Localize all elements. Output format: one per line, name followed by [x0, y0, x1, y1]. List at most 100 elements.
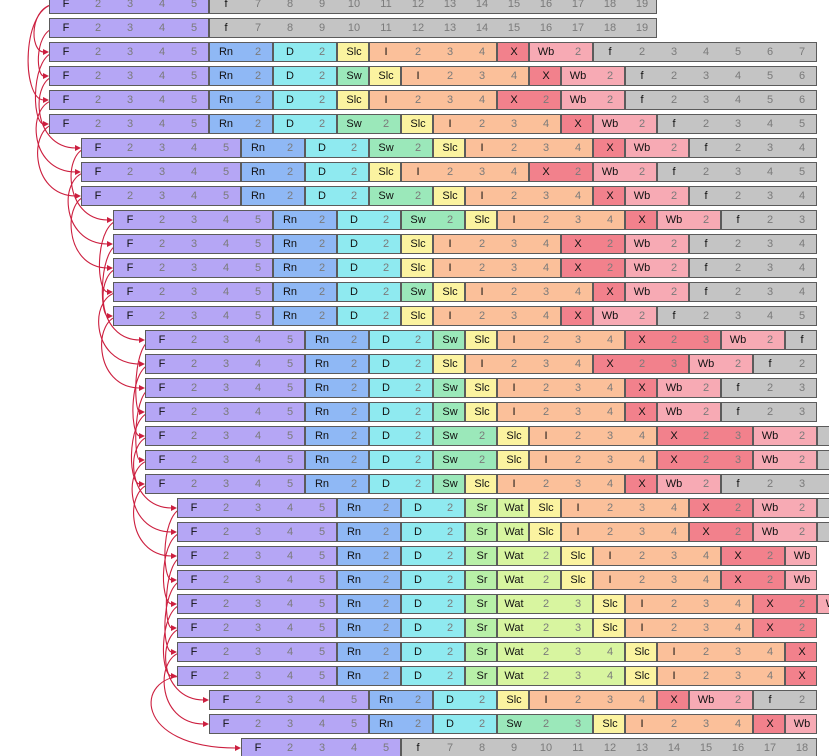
stage-cell: 3: [126, 46, 134, 58]
stage-cell: Slc: [474, 382, 490, 394]
stage-cell: 4: [638, 694, 646, 706]
stage-cell: 3: [574, 622, 582, 634]
stage-cell: f: [768, 358, 772, 370]
stage-cell: 4: [158, 94, 166, 106]
stage-cell: D: [414, 574, 422, 586]
stage-cell: Wat: [504, 622, 524, 634]
stage-cell: 4: [702, 574, 710, 586]
stage-cell: 4: [574, 358, 582, 370]
stage-sr: Sr: [465, 666, 497, 686]
stage-cell: 11: [380, 22, 392, 34]
stage-cell: 2: [766, 382, 774, 394]
stage-cell: 3: [286, 718, 294, 730]
stage-cell: 16: [539, 22, 553, 34]
stage-cell: 2: [414, 46, 422, 58]
stage-cell: 2: [606, 238, 614, 250]
stage-cell: 3: [126, 118, 134, 130]
stage-cell: X: [638, 382, 646, 394]
stage-rn: Rn 2: [241, 162, 305, 182]
stage-cell: 2: [222, 526, 230, 538]
stage-cell: F: [62, 22, 70, 34]
stage-cell: 5: [798, 166, 806, 178]
stage-cell: 3: [542, 358, 550, 370]
stage-cell: 5: [190, 0, 198, 10]
stage-cell: Wat: [504, 574, 524, 586]
stage-cell: 4: [574, 142, 582, 154]
stage-cell: 2: [318, 118, 326, 130]
stage-cell: 2: [446, 622, 454, 634]
stage-cell: F: [190, 574, 198, 586]
stage-cell: 4: [510, 166, 518, 178]
stage-cell: 8: [286, 22, 294, 34]
stage-x: X: [561, 114, 593, 134]
stage-cell: 3: [574, 646, 582, 658]
stage-cell: 2: [286, 166, 294, 178]
stage-cell: I: [448, 262, 452, 274]
stage-cell: I: [608, 574, 612, 586]
stage-cell: I: [448, 118, 452, 130]
stage-cell: Sw: [442, 382, 458, 394]
stage-cell: D: [318, 190, 326, 202]
stage-cell: 4: [606, 382, 614, 394]
stage-cell: 4: [158, 0, 166, 10]
stage-cell: X: [766, 622, 774, 634]
stage-cell: 5: [350, 694, 358, 706]
stage-cell: D: [414, 622, 422, 634]
stage-cell: 3: [702, 94, 710, 106]
stage-cell: Wb: [633, 286, 651, 298]
stage-cell: D: [350, 286, 358, 298]
stage-sr: Sr: [465, 498, 497, 518]
stage-cell: 3: [702, 70, 710, 82]
stage-cell: 3: [446, 94, 454, 106]
stage-cell: 3: [574, 382, 582, 394]
stage-cell: 2: [542, 646, 550, 658]
stage-cell: 3: [318, 742, 326, 754]
stage-cell: 4: [222, 238, 230, 250]
stage-cell: 3: [798, 382, 806, 394]
stage-cell: Slc: [602, 598, 618, 610]
stage-slc: Slc: [401, 258, 433, 278]
stage-cell: Wb: [601, 310, 619, 322]
stage-cell: 4: [766, 646, 774, 658]
stage-cell: 4: [222, 214, 230, 226]
stage-cell: Rn: [250, 166, 266, 178]
stage-cell: 7: [254, 22, 262, 34]
stage-x: X: [625, 378, 657, 398]
stage-cell: 2: [670, 262, 678, 274]
stage-f: f: [785, 330, 817, 350]
stage-cell: 4: [190, 190, 198, 202]
stage-cell: 4: [254, 382, 262, 394]
stage-sw: Sw: [401, 282, 433, 302]
stage-cell: 5: [286, 430, 294, 442]
stage-cell: 3: [190, 310, 198, 322]
stage-cell: f: [416, 742, 420, 754]
stage-cell: Rn: [346, 646, 362, 658]
stage-cell: 5: [766, 70, 774, 82]
stage-cell: 17: [571, 22, 585, 34]
stage-cell: 2: [542, 574, 550, 586]
stage-cell: 4: [510, 70, 518, 82]
stage-cell: 5: [190, 46, 198, 58]
stage-cell: 3: [126, 70, 134, 82]
stage-cell: 4: [798, 190, 806, 202]
